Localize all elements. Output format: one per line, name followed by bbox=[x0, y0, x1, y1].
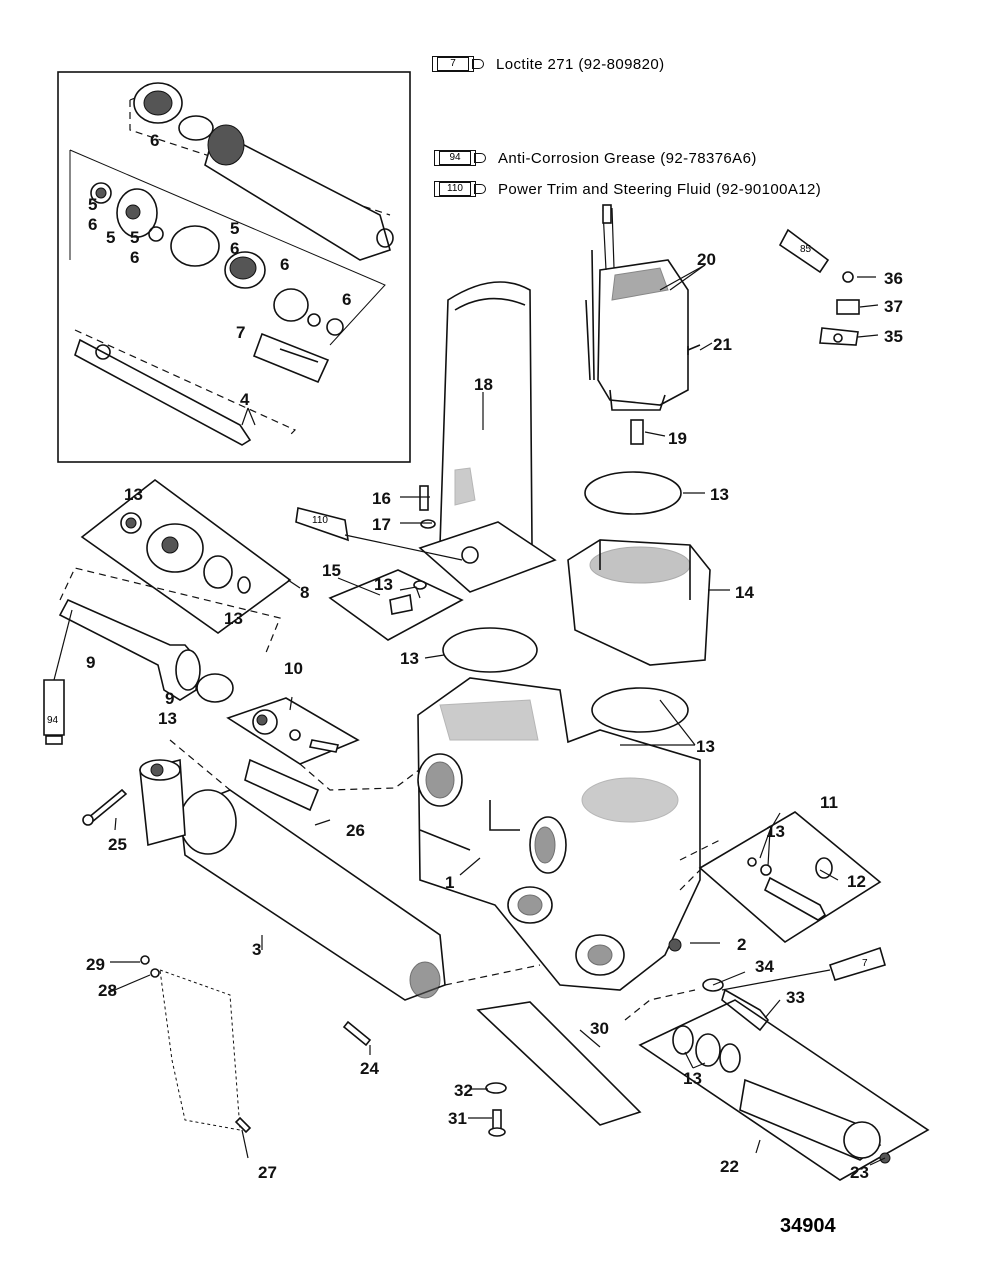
callout-23: 23 bbox=[850, 1163, 869, 1182]
clamp-hardware bbox=[819, 271, 860, 346]
figure-number: 34904 bbox=[780, 1215, 836, 1237]
svg-text:110: 110 bbox=[312, 515, 328, 526]
callout-26: 26 bbox=[346, 821, 365, 840]
callout-3: 3 bbox=[252, 940, 261, 959]
tube-icon: 110 bbox=[434, 179, 488, 199]
callout-11: 11 bbox=[820, 793, 838, 812]
callout-13: 13 bbox=[766, 822, 785, 841]
callout-6: 6 bbox=[150, 131, 159, 150]
tube-icon: 110 bbox=[295, 507, 463, 561]
callout-29: 29 bbox=[86, 955, 105, 974]
svg-text:85: 85 bbox=[800, 244, 812, 255]
callout-13: 13 bbox=[696, 737, 715, 756]
legend-text-fluid: Power Trim and Steering Fluid (92-90100A… bbox=[498, 180, 822, 198]
svg-text:94: 94 bbox=[47, 715, 59, 726]
callout-labels: 6 5 6 5 5 6 5 6 6 6 7 4 20 21 19 36 37 3… bbox=[86, 131, 903, 1182]
tube-icon: 94 bbox=[43, 609, 73, 745]
tube-icon: 7 bbox=[721, 946, 886, 991]
callout-33: 33 bbox=[786, 988, 805, 1007]
callout-17: 17 bbox=[372, 515, 391, 534]
bracket-ghost bbox=[140, 955, 252, 1134]
callout-6: 6 bbox=[280, 255, 289, 274]
callout-30: 30 bbox=[590, 1019, 609, 1038]
callout-13: 13 bbox=[224, 609, 243, 628]
callout-15: 15 bbox=[322, 561, 341, 580]
tube-icon: 7 bbox=[432, 54, 486, 74]
callout-37: 37 bbox=[884, 297, 903, 316]
callout-13: 13 bbox=[158, 709, 177, 728]
legend-text-loctite: Loctite 271 (92-809820) bbox=[496, 55, 665, 73]
callout-20: 20 bbox=[697, 250, 716, 269]
callout-28: 28 bbox=[98, 981, 117, 1000]
anode bbox=[476, 1001, 642, 1137]
valve-box bbox=[226, 697, 436, 791]
callout-16: 16 bbox=[372, 489, 391, 508]
tube-icon: 94 bbox=[434, 148, 488, 168]
pin bbox=[342, 1020, 372, 1047]
trim-motor bbox=[585, 204, 706, 445]
callout-22: 22 bbox=[720, 1157, 739, 1176]
callout-6: 6 bbox=[230, 239, 239, 258]
legend-grease: 94 Anti-Corrosion Grease (92-78376A6) bbox=[434, 148, 757, 168]
legend-fluid: 110 Power Trim and Steering Fluid (92-90… bbox=[434, 179, 821, 199]
callout-7: 7 bbox=[236, 323, 245, 342]
legend-loctite: 7 Loctite 271 (92-809820) bbox=[432, 54, 664, 74]
callout-34: 34 bbox=[755, 957, 774, 976]
callout-6: 6 bbox=[88, 215, 97, 234]
callout-8: 8 bbox=[300, 583, 309, 602]
callout-18: 18 bbox=[474, 375, 493, 394]
shaft: 94 bbox=[43, 598, 234, 745]
callout-32: 32 bbox=[454, 1081, 473, 1100]
o-ring bbox=[442, 627, 538, 673]
callout-21: 21 bbox=[713, 335, 732, 354]
callout-9: 9 bbox=[86, 653, 95, 672]
callout-10: 10 bbox=[284, 659, 303, 678]
callout-4: 4 bbox=[240, 390, 250, 409]
callout-13: 13 bbox=[710, 485, 729, 504]
o-ring bbox=[584, 471, 682, 515]
callout-5: 5 bbox=[106, 228, 115, 247]
callout-24: 24 bbox=[360, 1059, 379, 1078]
callout-6: 6 bbox=[342, 290, 351, 309]
callout-9: 9 bbox=[165, 689, 174, 708]
callout-27: 27 bbox=[258, 1163, 277, 1182]
relief-valve-box bbox=[679, 811, 882, 943]
callout-35: 35 bbox=[884, 327, 903, 346]
leader-lines bbox=[109, 264, 886, 1166]
callout-5: 5 bbox=[88, 195, 97, 214]
callout-12: 12 bbox=[847, 872, 866, 891]
callout-36: 36 bbox=[884, 269, 903, 288]
manual-release-box bbox=[59, 478, 292, 656]
callout-13: 13 bbox=[683, 1069, 702, 1088]
callout-13: 13 bbox=[374, 575, 393, 594]
callout-6: 6 bbox=[130, 248, 139, 267]
manual-valve-box bbox=[624, 989, 930, 1181]
pump-housing bbox=[567, 539, 711, 666]
svg-text:7: 7 bbox=[862, 958, 868, 969]
callout-25: 25 bbox=[108, 835, 127, 854]
pump-base bbox=[417, 677, 701, 991]
o-ring bbox=[591, 687, 689, 733]
callout-13: 13 bbox=[400, 649, 419, 668]
callout-13: 13 bbox=[124, 485, 143, 504]
legend-text-grease: Anti-Corrosion Grease (92-78376A6) bbox=[498, 149, 757, 167]
callout-19: 19 bbox=[668, 429, 687, 448]
callout-14: 14 bbox=[735, 583, 754, 602]
check-valve-box bbox=[328, 569, 464, 641]
callout-5: 5 bbox=[130, 228, 139, 247]
callout-1: 1 bbox=[445, 873, 454, 892]
tube-icon: 85 bbox=[778, 228, 830, 274]
callout-31: 31 bbox=[448, 1109, 467, 1128]
callout-2: 2 bbox=[737, 935, 746, 954]
trim-cylinder bbox=[82, 739, 541, 1001]
trim-cylinder-inset bbox=[57, 71, 411, 463]
callout-5: 5 bbox=[230, 219, 239, 238]
reservoir: 110 bbox=[295, 281, 557, 593]
